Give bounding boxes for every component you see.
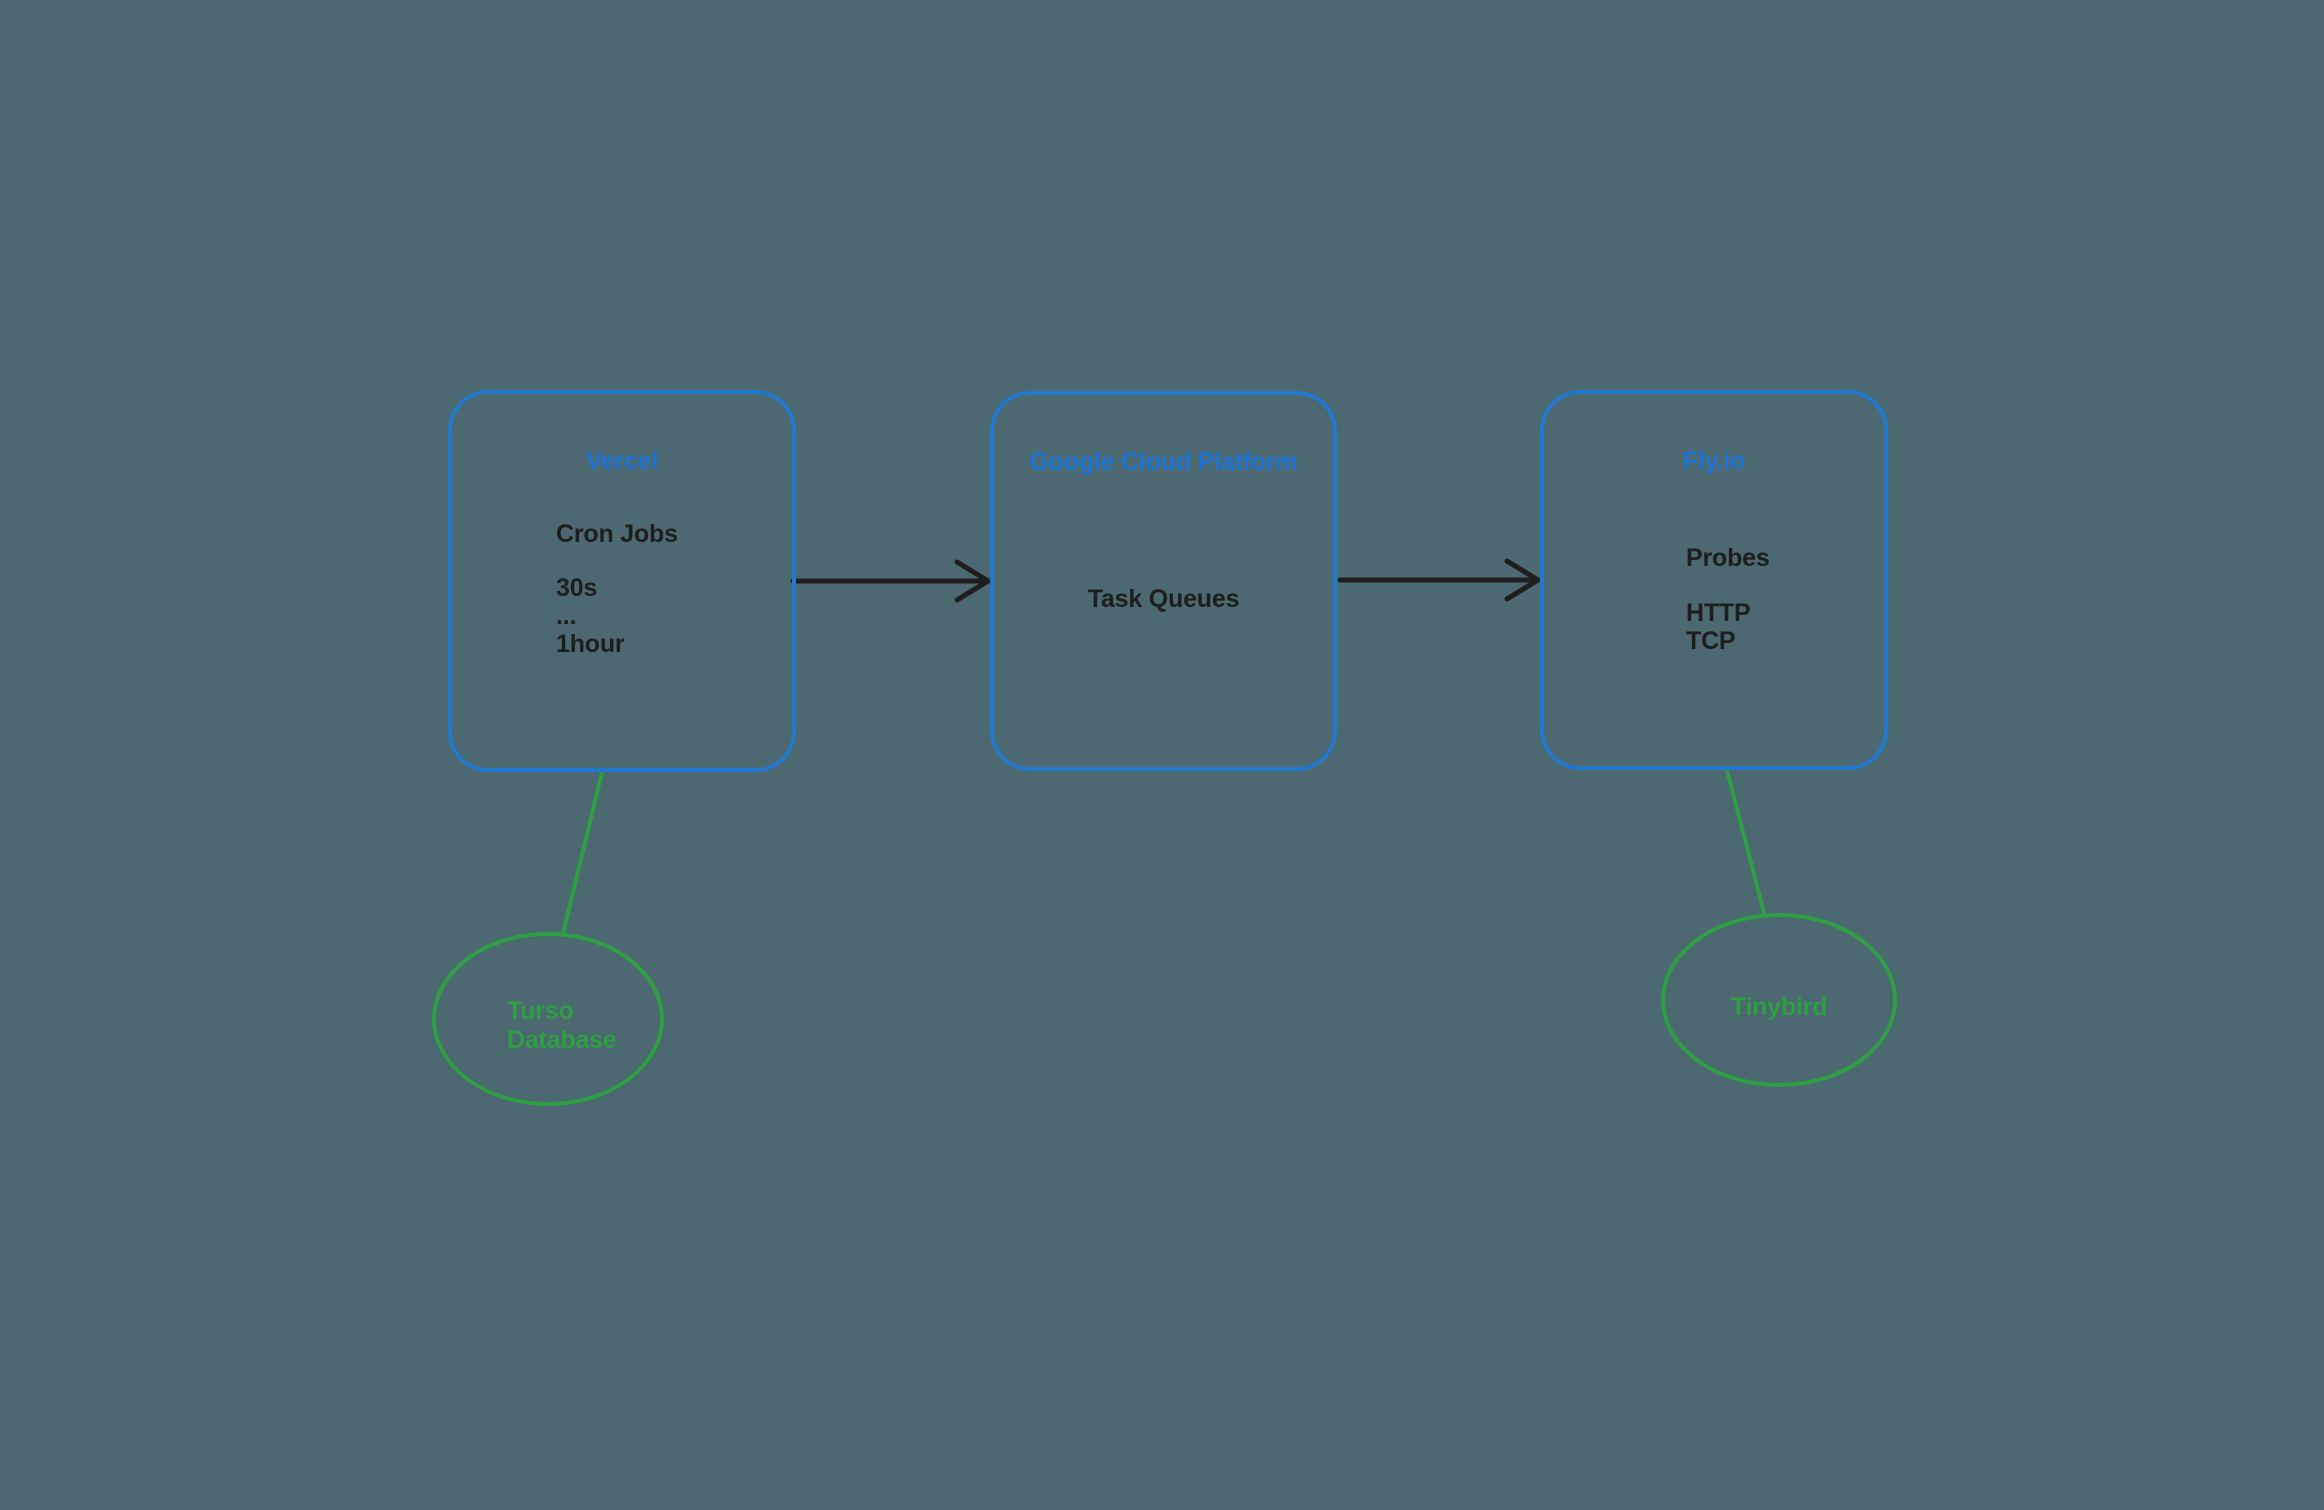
arrowhead-icon — [1504, 558, 1541, 602]
arrow-vercel-to-gcp[interactable] — [790, 559, 991, 603]
node-title: Vercel — [585, 447, 659, 475]
ellipse-label: Tinybird — [1665, 993, 1893, 1022]
node-vercel[interactable]: Vercel Cron Jobs 30s ... 1hour — [448, 390, 796, 772]
arrowhead-icon — [954, 559, 991, 603]
node-title: Fly.io — [1682, 447, 1746, 475]
node-line: ... — [556, 602, 577, 630]
node-line: HTTP — [1686, 599, 1751, 627]
node-line: TCP — [1686, 627, 1736, 655]
node-line: 30s — [556, 574, 598, 602]
ellipse-line: Turso — [507, 997, 574, 1025]
ellipse-label: Turso Database — [507, 997, 617, 1055]
node-body: Probes HTTP TCP — [1686, 544, 1770, 655]
ellipse-line: Database — [507, 1026, 617, 1054]
node-line: Probes — [1686, 544, 1770, 572]
ellipse-line: Tinybird — [1730, 993, 1828, 1021]
node-body: Task Queues — [994, 585, 1333, 613]
node-flyio[interactable]: Fly.io Probes HTTP TCP — [1540, 390, 1888, 770]
node-google-cloud-platform[interactable]: Google Cloud Platform Task Queues — [990, 391, 1337, 771]
connector-vercel-to-turso[interactable] — [561, 770, 604, 936]
connector-flyio-to-tinybird[interactable] — [1725, 768, 1766, 915]
node-line: 1hour — [556, 630, 625, 658]
node-line: Task Queues — [1087, 585, 1240, 613]
node-body: Cron Jobs 30s ... 1hour — [556, 520, 678, 658]
arrow-gcp-to-flyio[interactable] — [1337, 558, 1541, 602]
node-tinybird[interactable]: Tinybird — [1661, 913, 1897, 1087]
node-line: Cron Jobs — [556, 520, 678, 548]
node-title: Google Cloud Platform — [1029, 448, 1298, 476]
node-turso-database[interactable]: Turso Database — [432, 932, 664, 1106]
